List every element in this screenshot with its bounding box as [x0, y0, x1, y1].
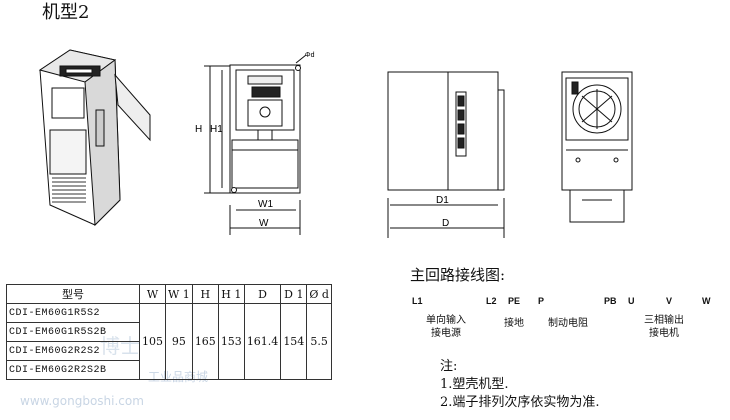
notes: 注: 1.塑壳机型. 2.端子排列次序依实物为准. [440, 358, 600, 412]
dim-D1: D1 [436, 195, 449, 206]
terminal-W: W [702, 296, 711, 306]
terminal-PE: PE [508, 296, 521, 306]
group-power-input-line1: 单向输入 [426, 315, 466, 326]
table-row: CDI-EM60G2R2S2B [6, 360, 332, 380]
model-cell: CDI-EM60G1R5S2B [6, 322, 140, 342]
col-header-model: 型号 [6, 284, 140, 304]
col-header-W1: W 1 [165, 284, 193, 304]
col-header-D1: D 1 [280, 284, 308, 304]
watermark-url: www.gongboshi.com [20, 394, 144, 408]
model-cell: CDI-EM60G2R2S2 [6, 341, 140, 361]
dim-W: W [259, 218, 269, 229]
note-item: 1.塑壳机型. [440, 377, 509, 392]
dim-W1: W1 [258, 199, 273, 210]
dim-H1: H1 [210, 124, 223, 135]
wiring-title: 主回路接线图: [410, 266, 506, 284]
dim-H: H [195, 124, 202, 135]
value-W1: 95 [165, 303, 193, 380]
col-header-H1: H 1 [217, 284, 245, 304]
table-row: CDI-EM60G1R5S2 105 95 165 153 161.4 154 … [6, 303, 332, 380]
group-brake-resistor: 制动电阻 [548, 318, 588, 329]
spec-table: 型号 W W 1 H H 1 D D 1 Ø d CDI-EM60G1R5S2 … [6, 284, 332, 380]
dim-phi-d: Φd [305, 52, 315, 59]
terminal-L1: L1 [412, 296, 423, 306]
terminal-V: V [666, 296, 673, 306]
model-cell: CDI-EM60G2R2S2B [6, 360, 140, 380]
group-power-input-line2: 接电源 [431, 328, 461, 339]
value-D: 161.4 [243, 303, 282, 380]
dim-D: D [442, 218, 449, 229]
table-header-row: 型号 W W 1 H H 1 D D 1 Ø d [6, 284, 332, 304]
note-item: 2.端子排列次序依实物为准. [440, 395, 600, 410]
group-motor-output-line1: 三相输出 [644, 315, 684, 326]
col-header-W: W [139, 284, 166, 304]
value-W: 105 [139, 303, 166, 380]
rear-view [561, 71, 633, 223]
notes-heading: 注: [440, 359, 458, 374]
group-motor-output-line2: 接电机 [649, 328, 679, 339]
terminal-U: U [628, 296, 635, 306]
col-header-H: H [191, 284, 219, 304]
group-power-input: 单向输入 接电源 [426, 314, 466, 340]
technical-drawings: H H1 W1 W Φd D1 D [38, 49, 633, 238]
isometric-view [38, 49, 151, 227]
page-title: 机型2 [42, 2, 90, 23]
terminal-P: P [538, 296, 545, 306]
group-motor-output: 三相输出 接电机 [644, 314, 684, 340]
col-header-d: Ø d [306, 284, 332, 304]
model-cell: CDI-EM60G1R5S2 [6, 303, 140, 323]
value-d: 5.5 [306, 303, 332, 380]
side-view [387, 71, 505, 238]
col-header-D: D [243, 284, 282, 304]
terminal-PB: PB [604, 296, 617, 306]
front-view [204, 54, 307, 235]
group-ground: 接地 [504, 318, 524, 329]
value-H1: 153 [217, 303, 245, 380]
value-H: 165 [191, 303, 219, 380]
terminal-L2: L2 [486, 296, 497, 306]
value-D1: 154 [280, 303, 308, 380]
